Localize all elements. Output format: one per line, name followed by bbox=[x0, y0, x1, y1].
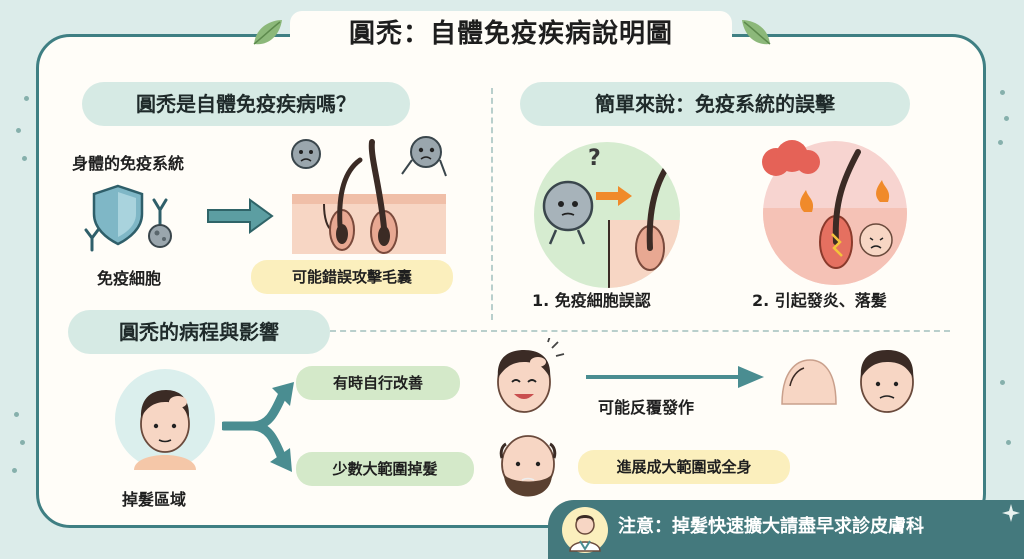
inflammation-illustration bbox=[762, 140, 907, 285]
immune-system-label: 身體的免疫系統 bbox=[72, 154, 185, 173]
patient-with-hair-loss-icon bbox=[115, 369, 215, 470]
arrow-right-icon bbox=[207, 198, 274, 234]
hair-follicle-attack-illustration bbox=[291, 136, 447, 254]
section-heading-course: 圓禿的病程與影響 bbox=[68, 310, 330, 354]
decor-dot bbox=[1000, 380, 1005, 385]
decor-dot bbox=[16, 128, 21, 133]
step2-label: 2. 引起發炎、落髮 bbox=[752, 291, 887, 310]
decor-dot bbox=[1004, 116, 1009, 121]
decor-dot bbox=[20, 440, 25, 445]
doctor-icon bbox=[562, 507, 608, 553]
decor-dot bbox=[12, 468, 17, 473]
recurrence-arrow bbox=[586, 366, 764, 388]
improve-label: 有時自行改善 bbox=[296, 366, 460, 400]
decor-dot bbox=[24, 96, 29, 101]
notice-text: 注意：掉髮快速擴大請盡早求診皮膚科 bbox=[618, 516, 924, 537]
horizontal-divider bbox=[330, 330, 950, 332]
result-label: 可能錯誤攻擊毛囊 bbox=[251, 260, 453, 294]
page-title: 圓禿：自體免疫疾病說明圖 bbox=[290, 11, 732, 57]
leaf-icon bbox=[253, 20, 282, 45]
vertical-divider bbox=[491, 88, 493, 320]
section-heading-misfire: 簡單來說：免疫系統的誤擊 bbox=[520, 82, 910, 126]
decor-dot bbox=[998, 140, 1003, 145]
section-heading-autoimmune: 圓禿是自體免疫疾病嗎？ bbox=[82, 82, 410, 126]
decor-dot bbox=[22, 156, 27, 161]
extensive-loss-label: 少數大範圍掉髮 bbox=[296, 452, 474, 486]
immune-system-illustration bbox=[84, 184, 172, 252]
immune-cell-label: 免疫細胞 bbox=[97, 269, 162, 288]
decor-dot bbox=[14, 412, 19, 417]
notice-banner bbox=[548, 500, 1024, 559]
step1-label: 1. 免疫細胞誤認 bbox=[532, 291, 651, 310]
progress-label: 進展成大範圍或全身 bbox=[578, 450, 790, 484]
bald-bearded-man-icon bbox=[499, 435, 557, 497]
smiling-man-icon bbox=[497, 338, 565, 413]
bald-patch-icon bbox=[781, 359, 837, 405]
decor-dot bbox=[1000, 90, 1005, 95]
misrecognition-illustration bbox=[534, 142, 680, 288]
recur-label: 可能反覆發作 bbox=[598, 398, 695, 417]
question-mark: ? bbox=[588, 146, 601, 171]
worried-man-icon bbox=[860, 350, 914, 413]
leaf-icon bbox=[742, 20, 771, 45]
hair-loss-area-label: 掉髮區域 bbox=[122, 490, 187, 509]
sparkle-icon bbox=[1002, 504, 1020, 522]
branching-arrows-icon bbox=[222, 382, 294, 472]
decor-dot bbox=[1006, 440, 1011, 445]
